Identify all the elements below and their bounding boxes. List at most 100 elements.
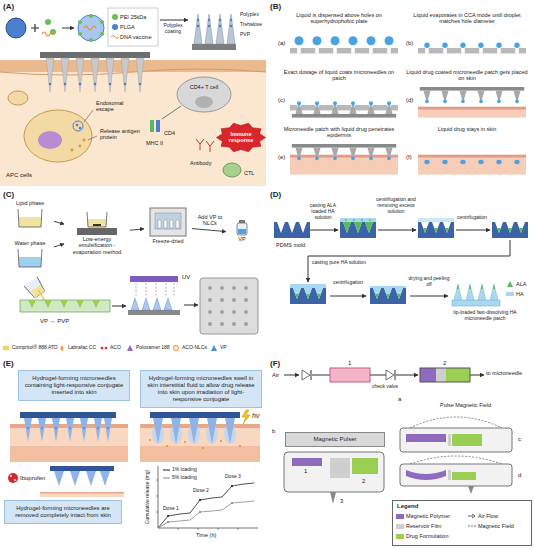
panel-c-art bbox=[200, 278, 258, 334]
callout-number: 2 bbox=[362, 478, 365, 485]
legend-sample bbox=[506, 292, 514, 296]
label: Polyplex bbox=[240, 12, 259, 18]
panel-b-art bbox=[418, 155, 526, 158]
panel-b-art bbox=[514, 43, 519, 48]
callout-number: 3 bbox=[340, 498, 343, 505]
panel-c-art bbox=[208, 322, 212, 326]
label: MHC II bbox=[146, 140, 163, 146]
panel-a-art bbox=[112, 24, 118, 30]
legend-text: ACO-NLCs bbox=[182, 345, 207, 351]
panel-e-art bbox=[218, 528, 219, 530]
panel-e-art bbox=[10, 475, 12, 477]
panel-b-art bbox=[418, 48, 526, 53]
panel-d-art bbox=[497, 228, 523, 233]
panel-b-art bbox=[424, 43, 429, 48]
panel-b-art bbox=[497, 100, 501, 104]
panel-a-art bbox=[208, 19, 211, 22]
label: Ibuprofen bbox=[20, 475, 45, 482]
panel-e-art bbox=[158, 528, 258, 529]
stirrer: Low-energy emulsification -evaporation m… bbox=[66, 210, 128, 257]
legend-sample bbox=[58, 345, 66, 351]
panel-a-art bbox=[31, 24, 39, 32]
legend-entry: ALA bbox=[506, 281, 526, 287]
panel-a-art bbox=[0, 60, 266, 186]
panel-a-art bbox=[230, 25, 233, 28]
panel-a-art bbox=[78, 32, 82, 36]
panel-a-art bbox=[79, 83, 82, 86]
panel-a-art bbox=[73, 121, 83, 131]
panel-c-art bbox=[208, 298, 212, 302]
vial: VP bbox=[228, 220, 256, 246]
beaker-shape bbox=[18, 249, 42, 267]
panel-e-art bbox=[163, 478, 170, 479]
panel-c-art bbox=[220, 298, 224, 302]
panel-b-art bbox=[290, 48, 398, 53]
panel-f-art bbox=[436, 368, 446, 382]
legend-sample bbox=[126, 345, 134, 351]
panel-d-art bbox=[492, 222, 528, 238]
panel-f-art bbox=[446, 368, 470, 382]
panel-f-art bbox=[284, 368, 512, 504]
legend-sample bbox=[468, 514, 475, 518]
panel-a-art bbox=[100, 32, 104, 36]
panel-c-art bbox=[28, 300, 100, 308]
panel-b-art bbox=[479, 100, 483, 104]
panel-b-art bbox=[514, 160, 519, 165]
panel-b-art bbox=[460, 160, 465, 165]
legend-sample bbox=[468, 523, 476, 529]
sub-letter: a bbox=[398, 396, 401, 403]
panel-b-art bbox=[369, 157, 373, 161]
legend-text: ACO bbox=[110, 345, 121, 351]
legend-text: Magnetic Polymer bbox=[406, 513, 450, 519]
panel-d-art bbox=[330, 296, 366, 297]
panel-d-art bbox=[340, 218, 376, 222]
panel-f-art bbox=[410, 456, 502, 464]
legend-text: Air Flow bbox=[478, 513, 498, 519]
panel-b-art bbox=[290, 101, 398, 117]
panel-b-art bbox=[461, 100, 465, 104]
panel-b-art bbox=[460, 43, 465, 48]
sub-letter: d bbox=[518, 472, 521, 479]
panel-b-art bbox=[515, 100, 519, 104]
label: APC cells bbox=[6, 172, 32, 179]
label: Air bbox=[272, 372, 279, 379]
panel-c-art bbox=[128, 310, 180, 315]
panel-a-art bbox=[112, 14, 118, 20]
label: DNA vaccine bbox=[120, 34, 152, 40]
panel-b-art bbox=[297, 101, 301, 105]
node-text: Hydrogel-forming microneedles are remove… bbox=[9, 505, 117, 519]
panel-b-art bbox=[418, 87, 526, 118]
legend-sample bbox=[3, 346, 10, 351]
panel-a-art bbox=[94, 83, 97, 86]
panel-b-art bbox=[333, 157, 337, 161]
panel-b-art bbox=[295, 36, 304, 45]
panel-e-art bbox=[10, 446, 128, 462]
freeze-dryer-shape bbox=[155, 213, 181, 229]
panel-c-art bbox=[220, 310, 224, 314]
panel-e-art bbox=[27, 427, 29, 429]
step-letter: (a) bbox=[278, 40, 285, 47]
label: CTL bbox=[244, 170, 254, 176]
legend-entry: VP bbox=[210, 345, 227, 351]
node-text: Magnetic Pulser bbox=[290, 436, 380, 443]
panel-a-art bbox=[160, 20, 188, 21]
panel-f-art bbox=[395, 370, 396, 380]
panel-a-art bbox=[139, 83, 142, 86]
step-letter: (f) bbox=[406, 154, 412, 161]
label: centrifugation and removing excess solut… bbox=[376, 197, 416, 214]
panel-b-art bbox=[418, 155, 526, 175]
panel-a-art bbox=[196, 139, 214, 152]
panel-e-art bbox=[202, 447, 204, 449]
panel-a-art bbox=[194, 14, 235, 44]
panel-e-art bbox=[238, 528, 239, 530]
panel-b-art bbox=[496, 43, 501, 48]
panel-b-art bbox=[351, 101, 355, 105]
panel-d-art bbox=[454, 284, 498, 300]
panel-b-art bbox=[387, 157, 391, 161]
stirrer-shape bbox=[87, 212, 107, 227]
panel-d-art bbox=[295, 294, 321, 299]
legend-sample bbox=[210, 345, 218, 351]
panel-c-art bbox=[136, 283, 174, 296]
panel-b-art bbox=[442, 160, 447, 165]
panel-c-art bbox=[244, 310, 248, 314]
